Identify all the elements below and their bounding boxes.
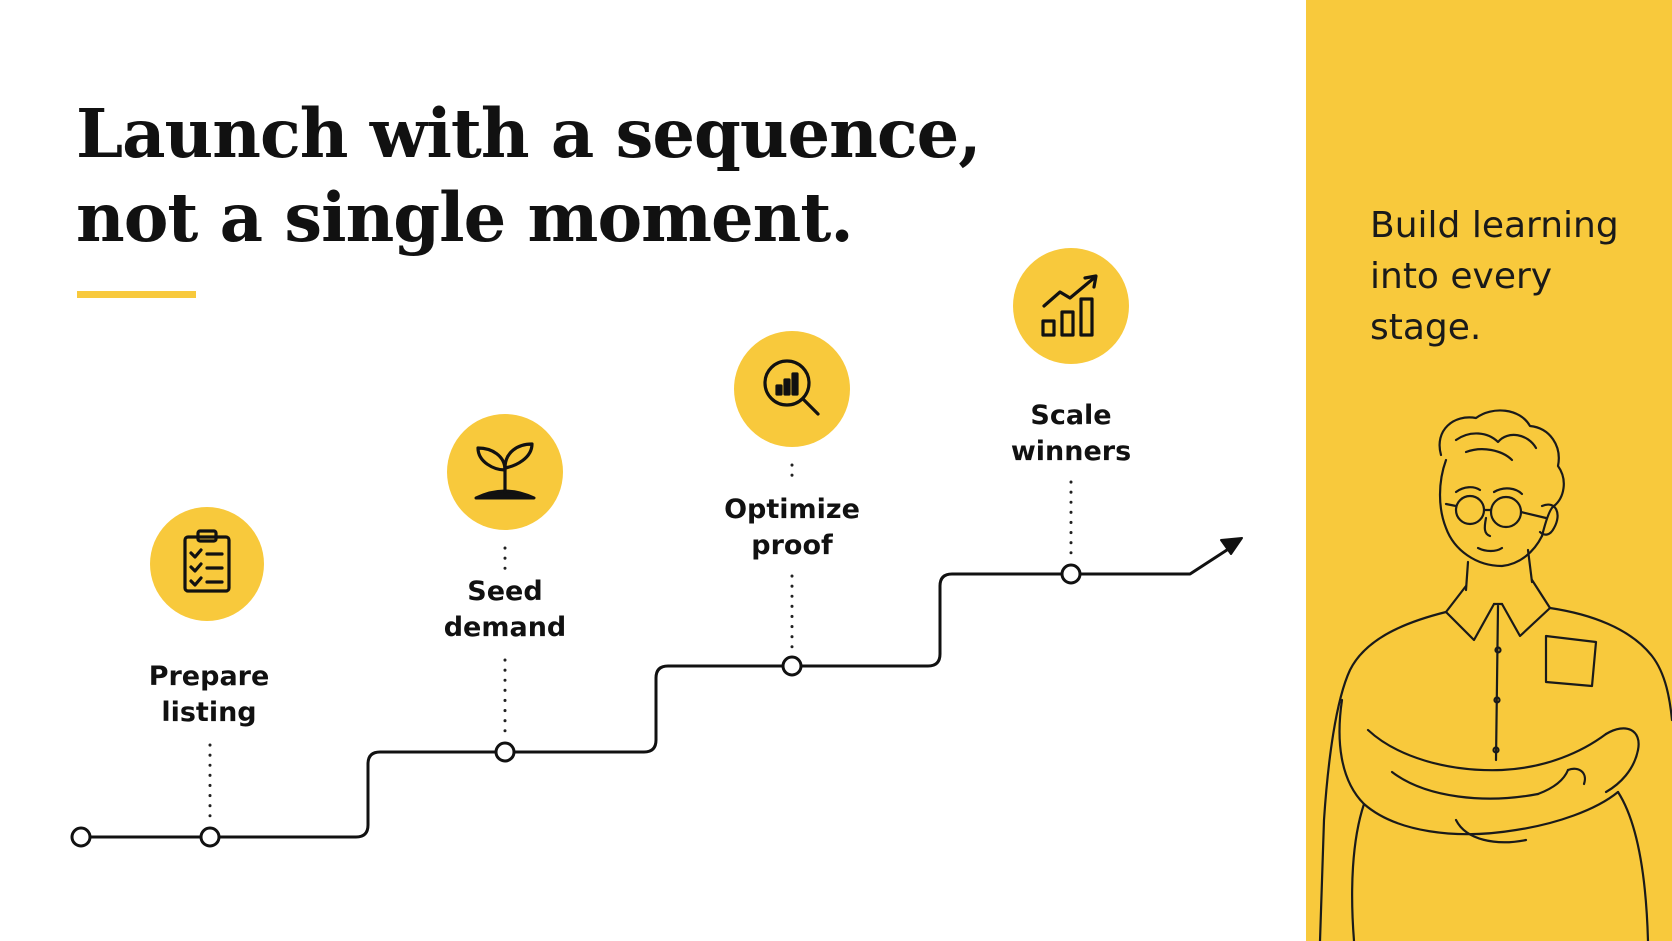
person-illustration <box>1318 409 1672 941</box>
step-label-2: Seed demand <box>405 574 605 646</box>
side-text-line-2: into every <box>1370 256 1553 297</box>
slide-title: Launch with a sequence, not a single mom… <box>76 92 1076 260</box>
step-4-node <box>1060 563 1082 585</box>
growth-chart-icon <box>1013 248 1129 364</box>
sprout-icon <box>447 414 563 530</box>
step-3-line-2: proof <box>751 530 833 561</box>
start-node <box>70 826 92 848</box>
content-area <box>0 0 1306 941</box>
staircase-path <box>79 546 1232 839</box>
step-1-line-1: Prepare <box>148 661 270 692</box>
step-label-4: Scale winners <box>971 398 1171 470</box>
step-2-line-2: demand <box>443 612 567 643</box>
side-text-line-3: stage. <box>1370 307 1482 348</box>
side-text-line-1: Build learning <box>1370 205 1619 246</box>
step-3-line-1: Optimize <box>724 494 860 525</box>
side-panel <box>1306 0 1672 941</box>
step-diagram <box>70 248 1243 848</box>
step-3-node <box>781 655 803 677</box>
step-4-line-1: Scale <box>1030 400 1112 431</box>
title-line-2: not a single moment. <box>76 178 854 257</box>
step-2-node <box>494 741 516 763</box>
step-label-3: Optimize proof <box>692 492 892 564</box>
title-accent-bar <box>77 291 196 298</box>
step-1-line-2: listing <box>161 697 257 728</box>
title-line-1: Launch with a sequence, <box>76 94 982 173</box>
step-2-line-1: Seed <box>467 576 543 607</box>
side-panel-text: Build learning into every stage. <box>1370 200 1640 353</box>
clipboard-checklist-icon <box>150 507 264 621</box>
arrow-head <box>1220 537 1243 555</box>
step-4-line-2: winners <box>1010 436 1132 467</box>
step-label-1: Prepare listing <box>109 659 309 731</box>
step-1-node <box>199 826 221 848</box>
magnifier-chart-icon <box>734 331 850 447</box>
